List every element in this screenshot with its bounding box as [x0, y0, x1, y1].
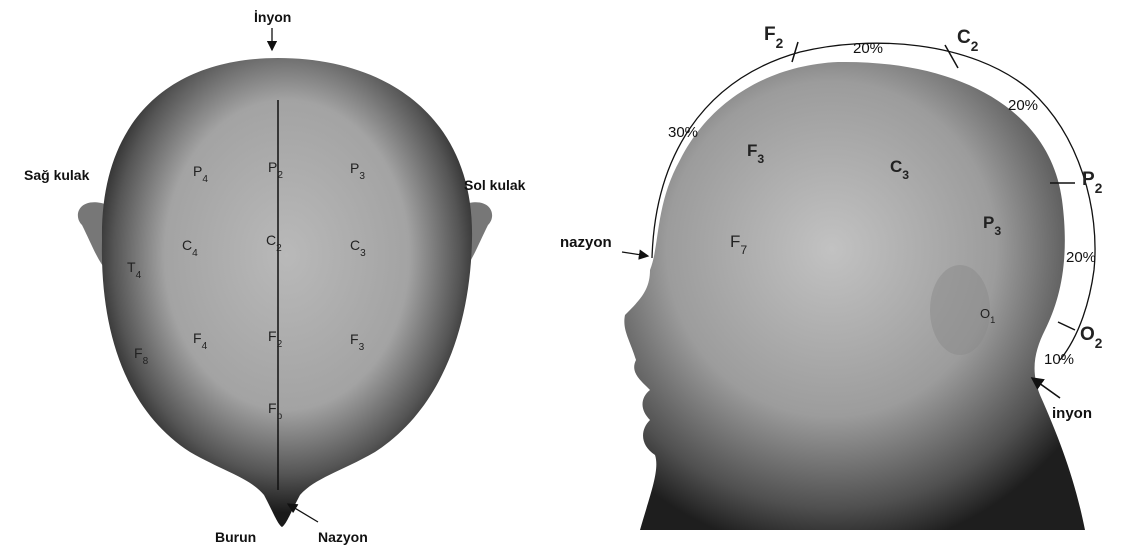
pct-10: 10% — [1044, 351, 1074, 368]
pct-20-b: 20% — [1008, 97, 1038, 114]
tick-f2 — [792, 42, 798, 62]
side-view: nazyon inyon 30% 20% 20% 20% 10% F2 C2P2O… — [560, 24, 1103, 530]
inyon-label: İnyon — [254, 9, 291, 25]
nazyon-arrow — [288, 504, 318, 522]
electrode-o2: O2 — [1080, 324, 1103, 351]
nose-label: Burun — [215, 529, 256, 545]
electrode-c2: C2 — [957, 27, 979, 54]
nazyon-side-label: nazyon — [560, 234, 612, 251]
nasion-label: Nazyon — [318, 529, 368, 545]
pct-30: 30% — [668, 124, 698, 141]
top-view: İnyon Sağ kulak Sol kulak Burun Nazyon P… — [24, 9, 526, 545]
pct-20-a: 20% — [853, 40, 883, 57]
tick-c2 — [945, 45, 958, 68]
left-ear-label: Sol kulak — [464, 177, 526, 193]
electrode-p2: P2 — [1082, 169, 1103, 196]
electrode-f2: F2 — [764, 24, 784, 51]
skull-top-shape — [102, 58, 472, 527]
right-ear-label: Sağ kulak — [24, 167, 90, 183]
pct-20-c: 20% — [1066, 249, 1096, 266]
inyon-side-label: inyon — [1052, 405, 1092, 422]
tick-o2 — [1058, 322, 1075, 330]
nazyon-arrow-side — [622, 252, 648, 256]
